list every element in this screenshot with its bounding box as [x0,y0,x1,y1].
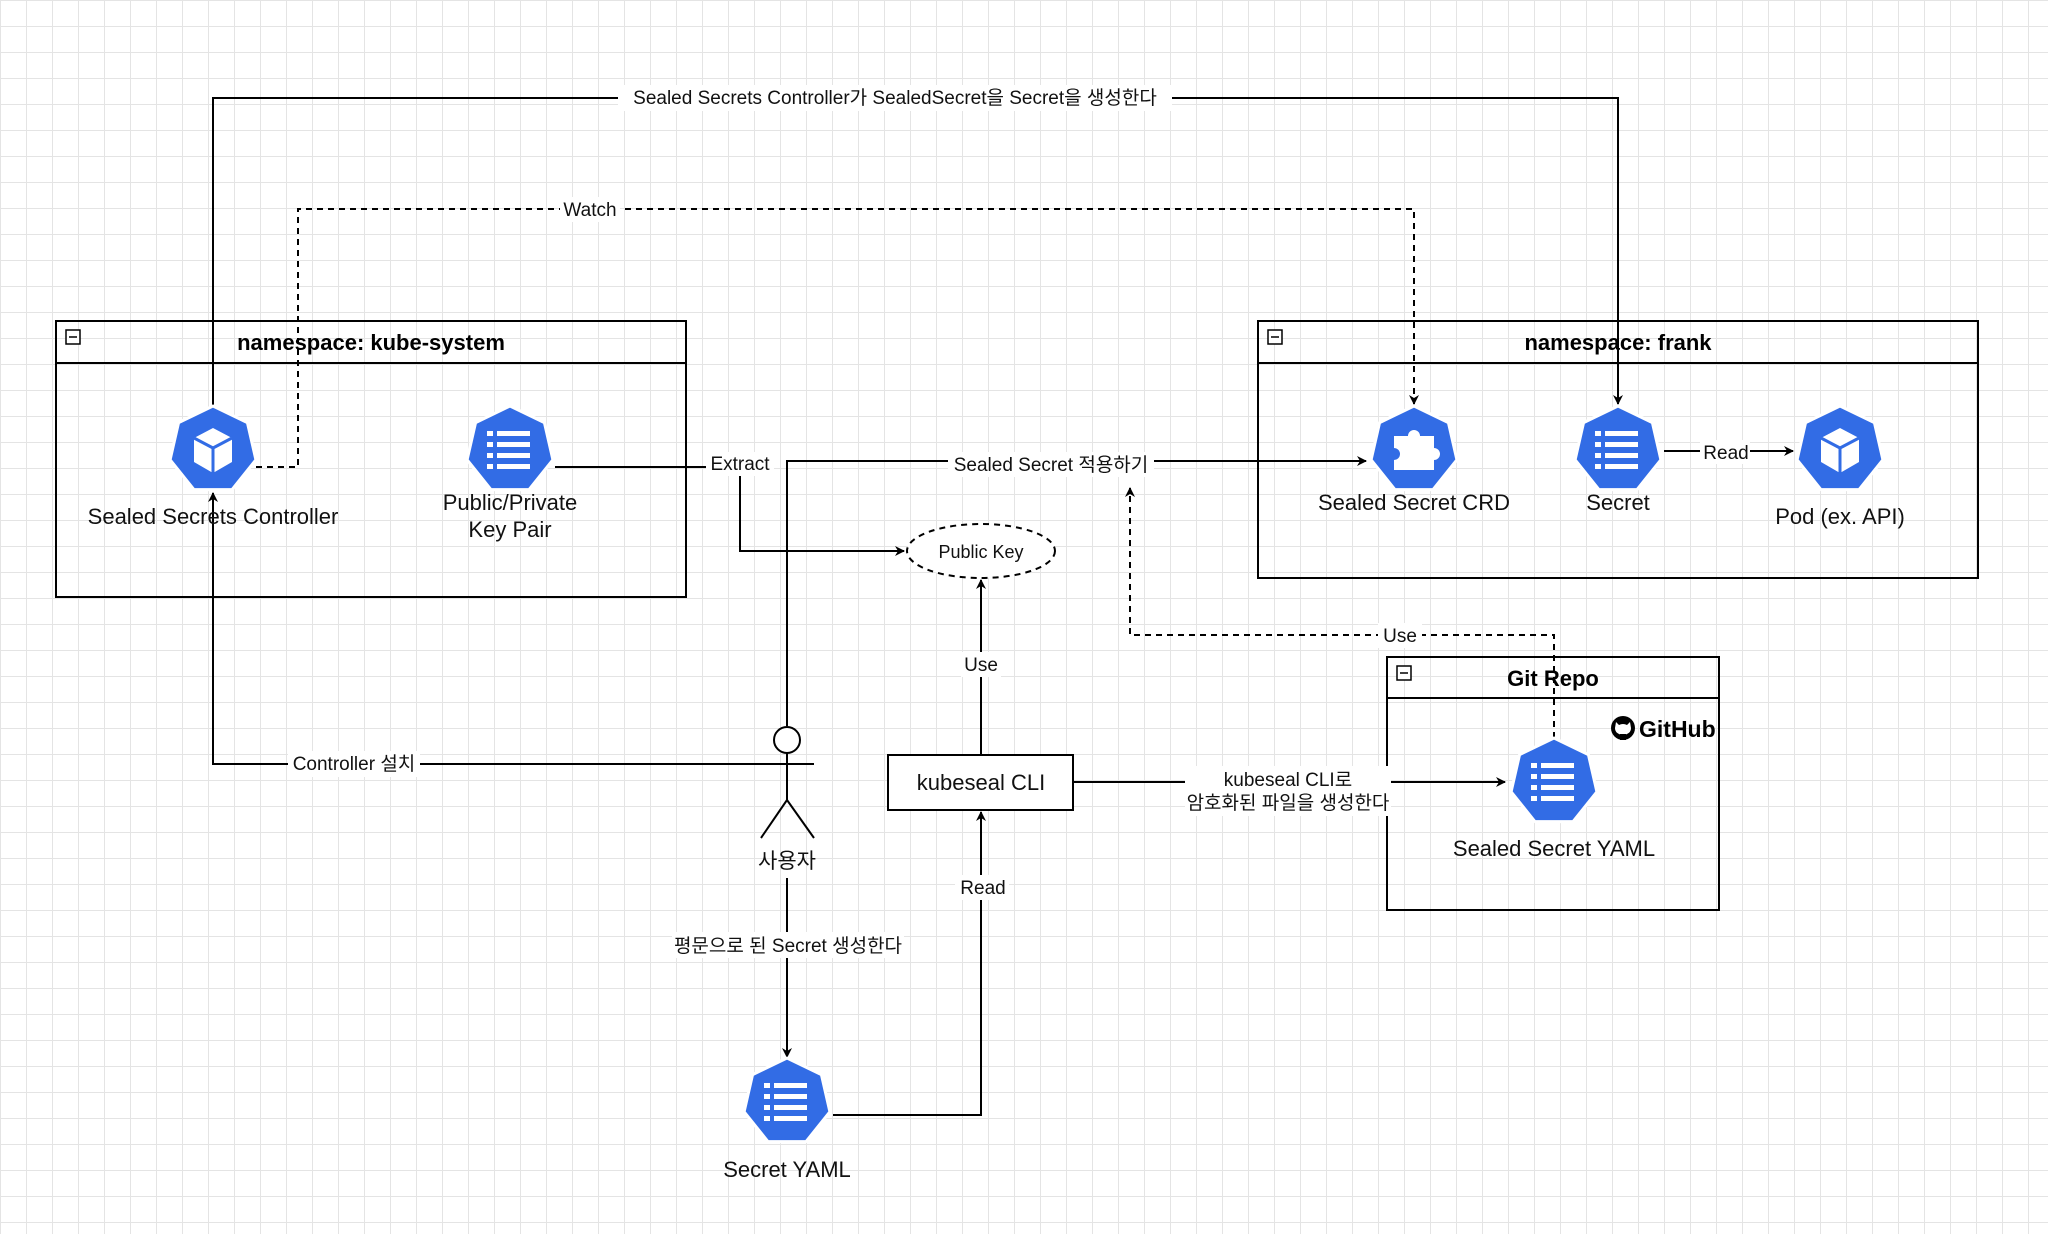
edge-label: Controller 설치 [293,753,416,775]
edge-repo-use: Use [1125,487,1555,738]
edge-label: 평문으로 된 Secret 생성한다 [674,935,902,957]
secret-icon [467,406,553,490]
node-kubeseal-cli[interactable]: kubeseal CLI [887,754,1074,811]
node-label: kubeseal CLI [917,770,1045,795]
secret-icon [1511,738,1597,822]
node-label: Public Key [938,542,1023,562]
node-label: Sealed Secrets Controller [88,504,339,529]
edge-label: Extract [710,454,770,475]
node-label-line2: Key Pair [468,517,551,542]
secret-icon [744,1058,830,1142]
node-pod[interactable]: Pod (ex. API) [1775,406,1905,529]
node-user[interactable]: 사용자 [758,726,816,873]
node-label: Secret YAML [723,1157,851,1182]
node-sealed-secret-yaml[interactable]: Sealed Secret YAML [1453,738,1655,861]
node-label: Pod (ex. API) [1775,504,1905,529]
edge-apply: Sealed Secret 적용하기 [786,452,1367,726]
edge-label: kubeseal CLI로 [1224,770,1352,791]
edge-label: Read [1703,443,1748,464]
collapse-icon[interactable] [1396,665,1412,681]
node-sealed-secrets-controller[interactable]: Sealed Secrets Controller [88,406,339,529]
node-label: Sealed Secret YAML [1453,836,1655,861]
pod-icon [1797,406,1883,490]
edge-controller-creates-secret: Sealed Secrets Controller가 SealedSecret을… [212,85,1623,410]
secret-icon [1575,406,1661,490]
edge-label: Sealed Secret 적용하기 [954,454,1149,476]
edge-yaml-read: Read [833,811,1009,1116]
pod-icon [170,406,256,490]
node-secret-yaml[interactable]: Secret YAML [723,1058,851,1182]
edge-label: Read [960,878,1005,899]
edge-extract: Extract [555,452,905,556]
node-label: 사용자 [758,850,816,873]
edge-label: Sealed Secrets Controller가 SealedSecret을… [633,87,1157,109]
container-title: namespace: kube-system [237,330,505,355]
node-secret[interactable]: Secret [1575,406,1661,515]
edge-plain-secret: 평문으로 된 Secret 생성한다 [672,878,904,1058]
node-key-pair[interactable]: Public/Private Key Pair [443,406,578,542]
edge-install-controller: Controller 설치 [208,492,814,777]
edge-secret-read-pod: Read [1664,440,1794,464]
crd-icon [1371,406,1457,490]
edge-label: 암호화된 파일을 생성한다 [1187,792,1390,814]
svg-text:GitHub: GitHub [1639,716,1716,742]
container-kube-system: namespace: kube-system [55,320,687,598]
node-label-line1: Public/Private [443,490,578,515]
node-label: Sealed Secret CRD [1318,490,1510,515]
github-logo: GitHub [1611,716,1716,742]
actor-icon [760,726,815,839]
collapse-icon[interactable] [1267,329,1283,345]
github-icon [1611,716,1635,740]
edge-label: Use [964,655,998,676]
node-label: Secret [1586,490,1650,515]
collapse-icon[interactable] [65,329,81,345]
node-public-key[interactable]: Public Key [906,523,1056,579]
edge-label: Use [1383,626,1417,647]
edge-watch: Watch [256,197,1419,468]
edge-kubeseal-use-key: Use [961,579,1001,755]
node-sealed-secret-crd[interactable]: Sealed Secret CRD [1318,406,1510,515]
edge-kubeseal-generate: kubeseal CLI로 암호화된 파일을 생성한다 [1074,766,1506,816]
edge-label: Watch [563,200,616,221]
